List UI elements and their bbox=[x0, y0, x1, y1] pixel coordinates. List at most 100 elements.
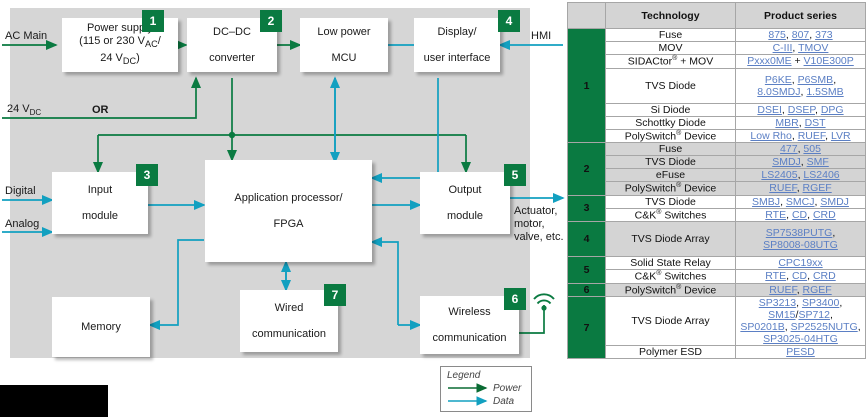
product-series-cell: SMDJ, SMF bbox=[735, 155, 866, 169]
product-link[interactable]: SMDJ bbox=[820, 195, 849, 208]
block-appproc-line2: FPGA bbox=[273, 217, 304, 230]
product-link[interactable]: SP2525NUTG bbox=[790, 321, 858, 333]
product-link[interactable]: 807 bbox=[791, 29, 810, 41]
technology-cell: MOV bbox=[605, 41, 736, 55]
product-link[interactable]: RUEF bbox=[769, 182, 797, 195]
badge-6: 6 bbox=[504, 288, 526, 310]
product-link[interactable]: RGEF bbox=[802, 283, 832, 296]
product-link[interactable]: SMCJ bbox=[785, 195, 815, 208]
product-link[interactable]: DSEP bbox=[787, 103, 815, 116]
block-application-processor[interactable]: Application processor/ FPGA bbox=[205, 160, 372, 262]
product-link[interactable]: CRD bbox=[812, 270, 836, 283]
block-dcdc-line2: converter bbox=[209, 51, 255, 64]
product-link[interactable]: LVR bbox=[830, 129, 851, 142]
product-link[interactable]: PESD bbox=[786, 346, 815, 358]
product-link[interactable]: RTE bbox=[765, 208, 787, 221]
product-series-cell: SP7538PUTG,SP8008-08UTG bbox=[735, 221, 866, 257]
product-link[interactable]: SP7538PUTG bbox=[765, 227, 833, 239]
product-link[interactable]: Low Rho bbox=[750, 129, 792, 142]
block-wired-communication[interactable]: Wired communication bbox=[240, 290, 338, 352]
product-link[interactable]: LS2405 bbox=[761, 169, 798, 181]
technology-cell: Schottky Diode bbox=[605, 115, 736, 130]
product-link[interactable]: CD bbox=[791, 208, 808, 221]
technology-cell: Solid State Relay bbox=[605, 256, 736, 270]
product-link[interactable]: RUEF bbox=[769, 283, 797, 296]
product-link[interactable]: 875 bbox=[768, 29, 786, 41]
block-output-line1: Output bbox=[448, 183, 482, 196]
product-link[interactable]: CPC19xx bbox=[778, 257, 823, 269]
block-power-supply[interactable]: Power supply (115 or 230 VAC/24 VDC) bbox=[62, 18, 178, 72]
product-link[interactable]: 477 bbox=[780, 143, 798, 155]
product-link[interactable]: LS2406 bbox=[803, 169, 840, 181]
label-or: OR bbox=[92, 104, 109, 116]
badge-5: 5 bbox=[504, 164, 526, 186]
product-link[interactable]: TMOV bbox=[798, 42, 829, 54]
product-link[interactable]: SP0201B bbox=[740, 321, 785, 333]
label-hmi: HMI bbox=[531, 30, 552, 42]
block-output-module[interactable]: Output module bbox=[420, 172, 510, 234]
product-link[interactable]: SP3400 bbox=[801, 297, 840, 309]
product-link[interactable]: C-III bbox=[772, 42, 793, 54]
product-series-cell: DSEI, DSEP, DPG bbox=[735, 102, 866, 117]
block-wired-line2: communication bbox=[252, 327, 326, 340]
group-number-cell: 6 bbox=[567, 282, 606, 297]
product-link[interactable]: RTE bbox=[765, 270, 787, 283]
product-series-cell: MBR, DST bbox=[735, 115, 866, 130]
product-link[interactable]: DSEI bbox=[757, 103, 782, 116]
product-link[interactable]: RGEF bbox=[802, 182, 832, 195]
product-link[interactable]: 373 bbox=[815, 29, 833, 41]
product-link[interactable]: SP712 bbox=[798, 309, 830, 321]
product-link[interactable]: SP8008-08UTG bbox=[763, 239, 838, 251]
block-display-user-interface[interactable]: Display/ user interface bbox=[414, 18, 500, 72]
product-link[interactable]: CD bbox=[791, 270, 808, 283]
technology-cell: SIDACtor® + MOV bbox=[605, 54, 736, 69]
product-series-cell: 477, 505 bbox=[735, 142, 866, 156]
technology-cell: Fuse bbox=[605, 28, 736, 42]
group-number-cell: 1 bbox=[567, 28, 606, 143]
label-24vdc: 24 VDC bbox=[7, 103, 41, 117]
product-link[interactable]: SMF bbox=[806, 156, 829, 168]
product-link[interactable]: 8.0SMDJ bbox=[757, 85, 801, 98]
product-link[interactable]: Pxxx0ME bbox=[747, 55, 792, 68]
block-wireless-communication[interactable]: Wireless communication bbox=[420, 296, 519, 354]
product-series-cell: CPC19xx bbox=[735, 256, 866, 270]
product-link[interactable]: P6SMB bbox=[797, 73, 834, 86]
product-link[interactable]: SMBJ bbox=[752, 195, 781, 208]
product-link[interactable]: DST bbox=[804, 116, 826, 129]
product-link[interactable]: SMDJ bbox=[772, 156, 801, 168]
table-header-row: Technology Product series bbox=[567, 2, 866, 29]
product-link[interactable]: RUEF bbox=[797, 129, 826, 142]
black-redaction-box bbox=[0, 385, 108, 417]
technology-cell: TVS Diode Array bbox=[605, 221, 736, 257]
product-link[interactable]: P6KE bbox=[764, 73, 792, 86]
product-link[interactable]: 505 bbox=[803, 143, 821, 155]
block-appproc-line1: Application processor/ bbox=[234, 191, 343, 204]
product-link[interactable]: CRD bbox=[812, 208, 836, 221]
product-link[interactable]: SP3025-04HTG bbox=[763, 333, 838, 345]
legend-title: Legend bbox=[447, 370, 481, 381]
product-link[interactable]: V10E300P bbox=[803, 55, 854, 68]
block-memory[interactable]: Memory bbox=[52, 297, 150, 357]
product-series-cell: RUEF, RGEF bbox=[735, 282, 866, 297]
block-input-module[interactable]: Input module bbox=[52, 172, 148, 234]
block-power-supply-line1: Power supply bbox=[86, 22, 154, 35]
product-link[interactable]: DPG bbox=[820, 103, 844, 116]
product-link[interactable]: SP3213 bbox=[758, 297, 797, 309]
technology-cell: PolySwitch® Device bbox=[605, 282, 736, 297]
badge-4: 4 bbox=[498, 10, 520, 32]
block-low-power-mcu[interactable]: Low power MCU bbox=[300, 18, 388, 72]
product-link[interactable]: 1.5SMB bbox=[806, 85, 844, 98]
technology-cell: TVS Diode bbox=[605, 194, 736, 209]
product-link[interactable]: MBR bbox=[775, 116, 799, 129]
product-link[interactable]: SM15 bbox=[768, 309, 796, 321]
